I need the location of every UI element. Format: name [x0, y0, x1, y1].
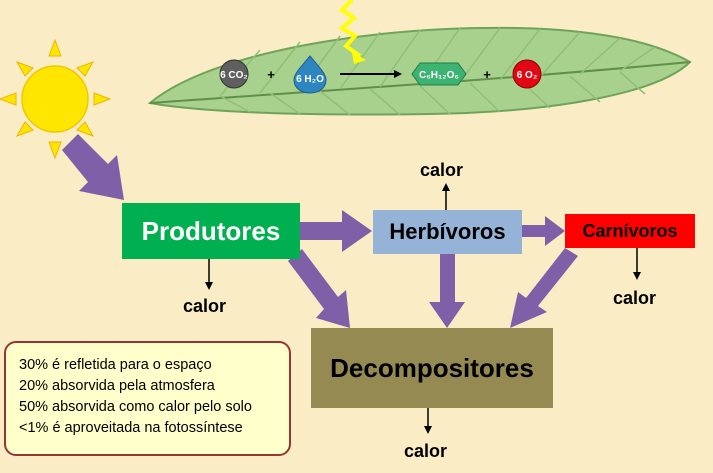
- carnivoros-box: Carnívoros: [565, 214, 695, 248]
- produtores-to-decompositores-arrow: [288, 249, 350, 328]
- calor-herbivoros-label: calor: [420, 160, 464, 180]
- info-line: <1% é aproveitada na fotossíntese: [19, 420, 243, 436]
- flow-arrows: [62, 134, 578, 328]
- lightning-icon: [338, 0, 366, 64]
- calor-carnivoros-label: calor: [613, 288, 657, 308]
- h2o-label: 6 H₂O: [296, 74, 324, 85]
- plus-sign: +: [267, 67, 275, 82]
- info-line: 20% absorvida pela atmosfera: [19, 378, 215, 394]
- glucose-molecule: C₆H₁₂O₆: [411, 62, 467, 86]
- herbivoros-box: Herbívoros: [373, 210, 522, 254]
- herbivoros-to-carnivoros-arrow: [522, 216, 565, 246]
- plus-sign: +: [483, 67, 491, 82]
- produtores-to-herbivoros-arrow: [300, 210, 372, 252]
- sun-icon: [0, 38, 112, 160]
- decompositores-box: Decompositores: [311, 328, 553, 408]
- reaction-arrow: [340, 70, 402, 78]
- o2-molecule: 6 O₂: [512, 59, 542, 89]
- h2o-molecule: 6 H₂O: [293, 55, 327, 94]
- glucose-label: C₆H₁₂O₆: [419, 70, 459, 81]
- decompositores-label: Decompositores: [330, 352, 534, 383]
- herbivoros-label: Herbívoros: [389, 219, 506, 244]
- carnivoros-label: Carnívoros: [582, 220, 678, 241]
- info-line: 30% é refletida para o espaço: [19, 357, 212, 373]
- energy-info-box: 30% é refletida para o espaço 20% absorv…: [4, 341, 291, 456]
- info-line: 50% absorvida como calor pelo solo: [19, 399, 252, 415]
- o2-label: 6 O₂: [517, 70, 538, 81]
- sun-to-produtores-arrow: [62, 134, 124, 200]
- calor-decompositores-label: calor: [404, 441, 448, 461]
- produtores-box: Produtores: [122, 203, 300, 259]
- heat-arrows: [205, 183, 641, 434]
- co2-molecule: 6 CO₂: [219, 59, 249, 89]
- carnivoros-to-decompositores-arrow: [510, 248, 578, 328]
- calor-produtores-label: calor: [183, 296, 227, 316]
- produtores-label: Produtores: [141, 215, 281, 246]
- co2-label: 6 CO₂: [220, 70, 248, 81]
- herbivoros-to-decompositores-arrow: [429, 254, 465, 328]
